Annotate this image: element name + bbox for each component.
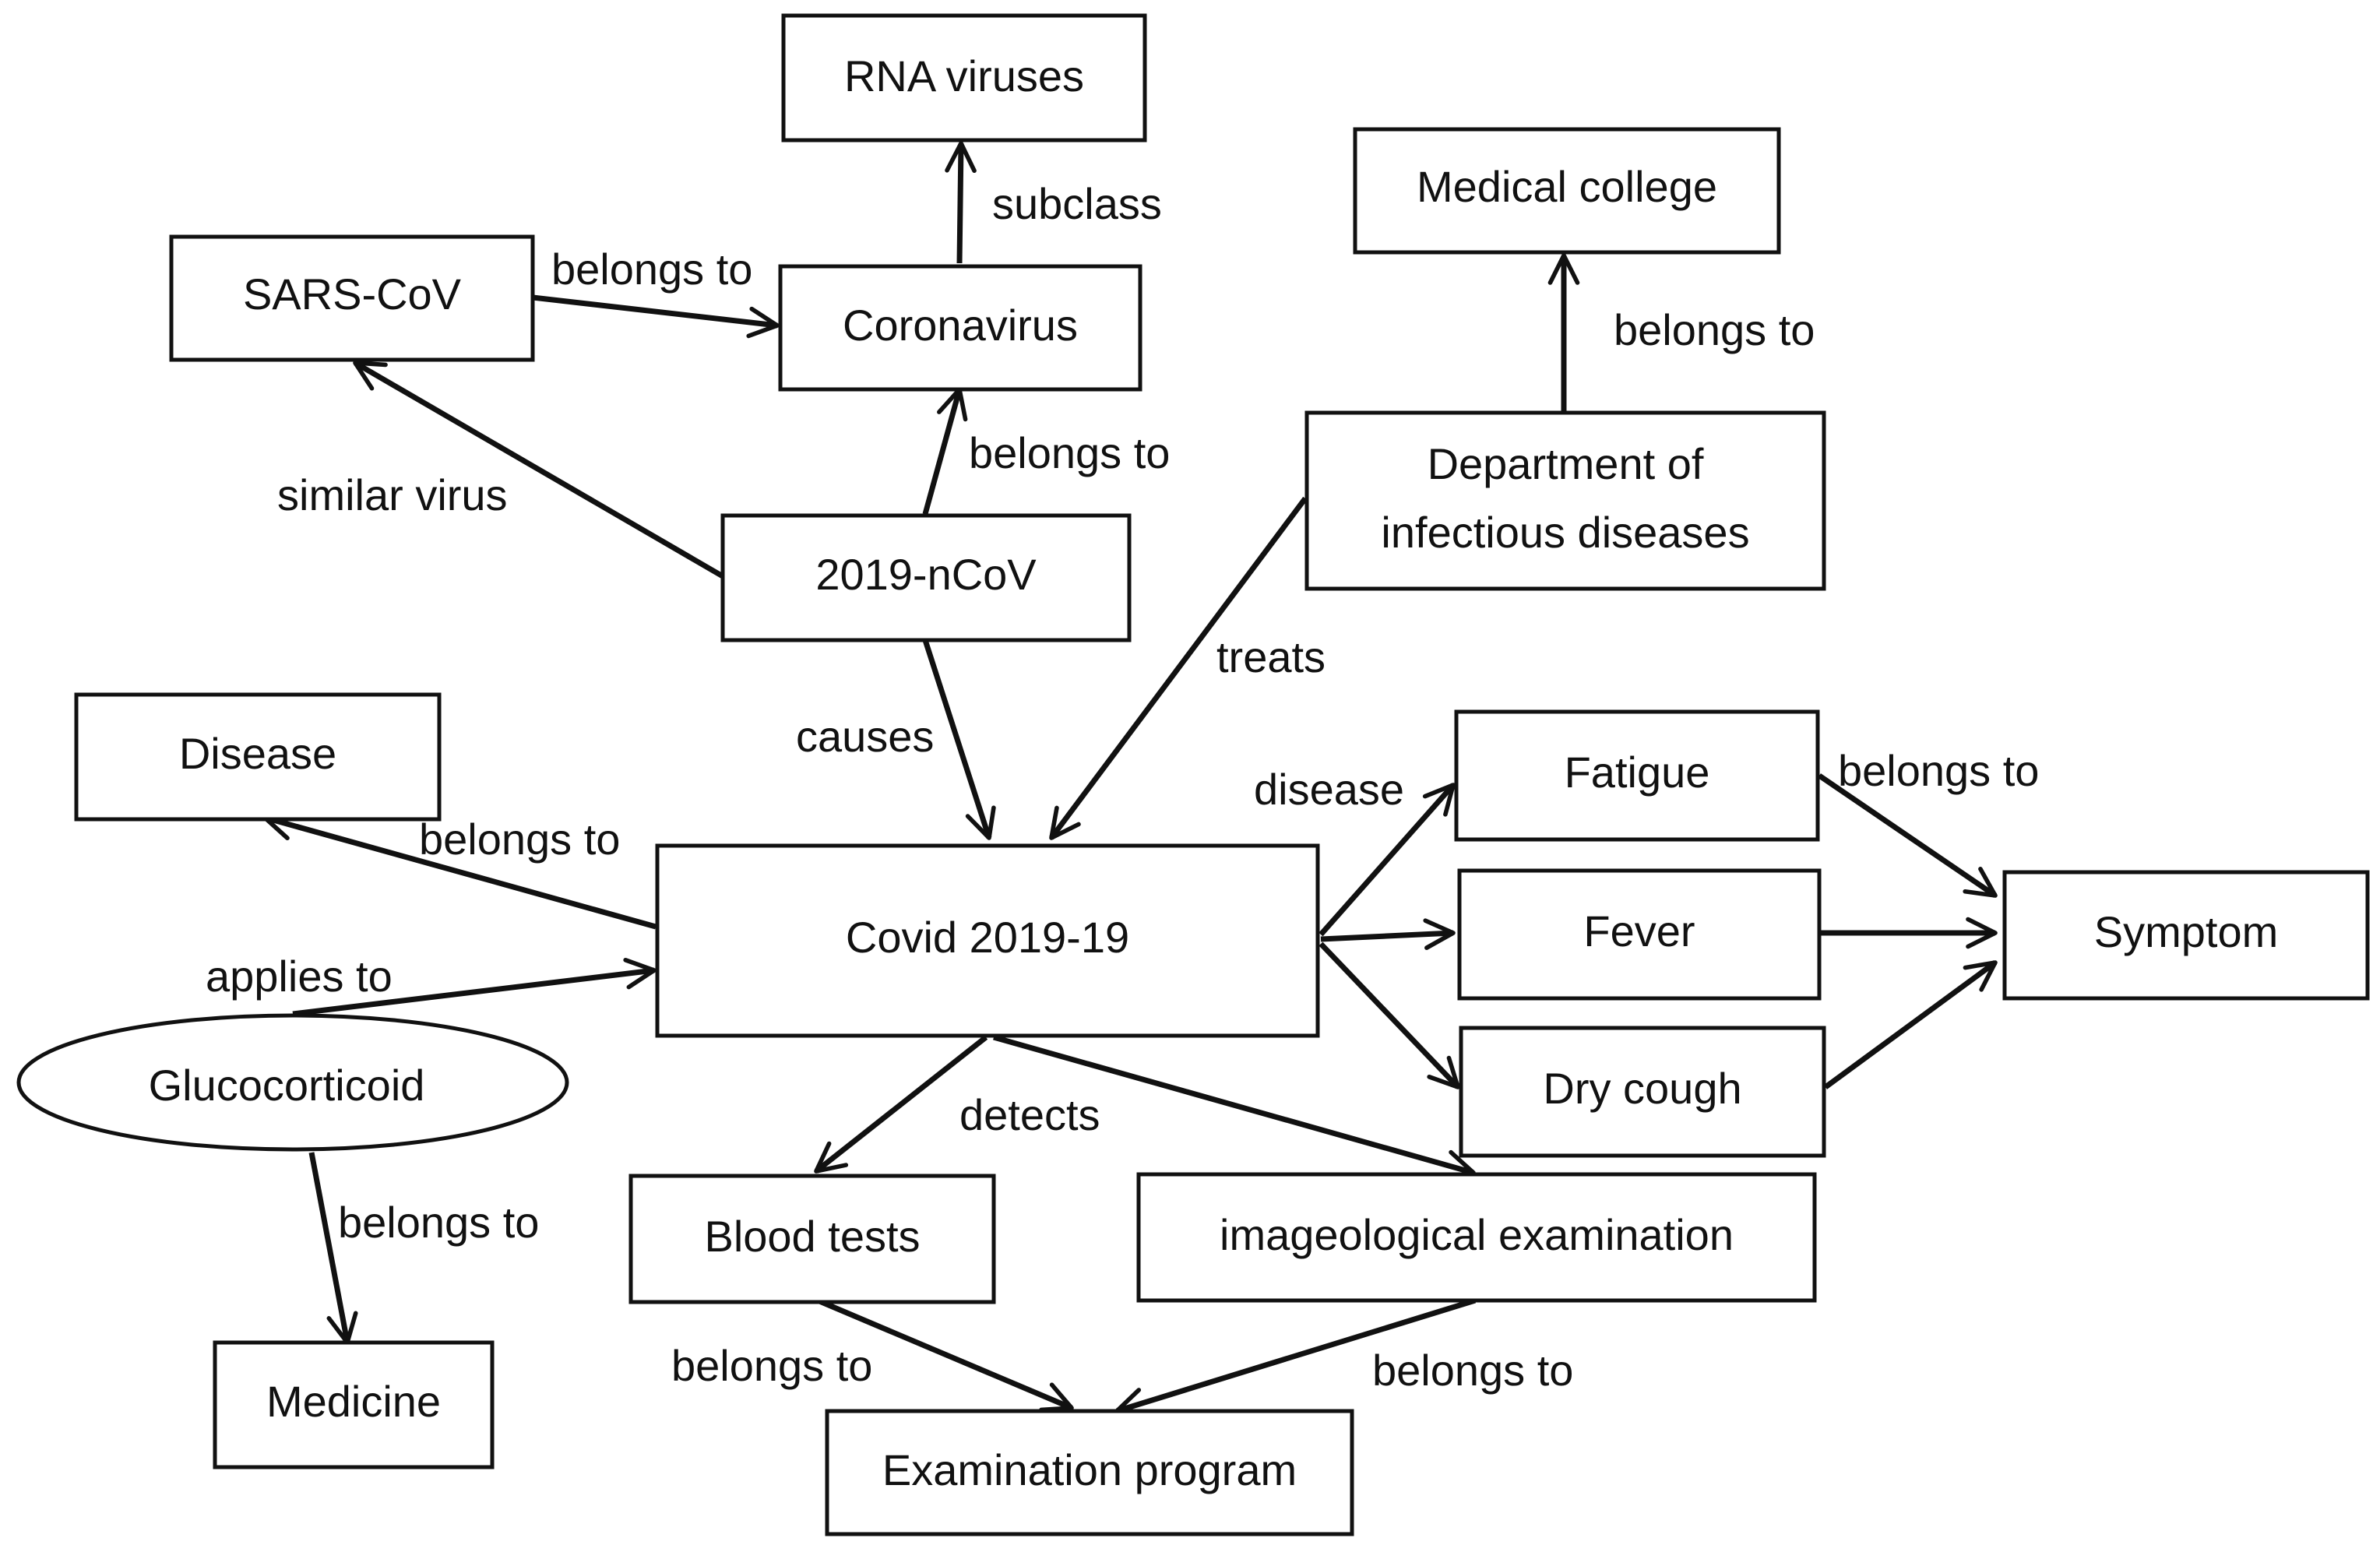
node-2019-ncov: 2019-nCoV	[720, 513, 1132, 642]
edge-2019-ncov-similar-virus-sars-cov	[353, 360, 724, 579]
node-imaging-box	[1136, 1172, 1817, 1303]
node-glucocorticoid-label: Glucocorticoid	[149, 1061, 425, 1110]
node-glucocorticoid-ellipse	[16, 1013, 569, 1152]
node-fatigue-box	[1454, 709, 1820, 842]
edge-label-causes: causes	[796, 712, 934, 761]
edge-label-department-belongs-to: belongs to	[1614, 305, 1815, 354]
node-covid-box	[655, 843, 1320, 1038]
edge-labels: subclass belongs to belongs to similar v…	[206, 179, 2039, 1395]
edge-covid-belongs-to-disease	[262, 809, 657, 930]
node-imageological-examination: imageological examination	[1136, 1172, 1817, 1303]
node-symptom: Symptom	[2002, 870, 2370, 1001]
node-disease: Disease	[74, 692, 442, 822]
edge-covid-disease-fever	[1320, 918, 1456, 950]
node-fatigue-label: Fatigue	[1565, 748, 1710, 797]
edge-label-treats: treats	[1216, 632, 1326, 681]
edge-label-glucocorticoid-belongs-to: belongs to	[338, 1198, 539, 1247]
node-2019-ncov-label: 2019-nCoV	[815, 550, 1037, 599]
node-blood-tests-box	[628, 1174, 996, 1304]
edge-2019-ncov-belongs-to-coronavirus	[922, 387, 968, 515]
node-fever-label: Fever	[1583, 906, 1695, 956]
node-dry-cough-label: Dry cough	[1543, 1064, 1741, 1113]
node-glucocorticoid: Glucocorticoid	[16, 1013, 569, 1152]
node-exam-program-box	[825, 1409, 1354, 1536]
edge-label-disease: disease	[1254, 765, 1404, 814]
edge-dry-cough-belongs-to-symptom	[1823, 960, 1998, 1089]
node-dry-cough: Dry cough	[1459, 1026, 1826, 1158]
edge-glucocorticoid-applies-to-covid	[292, 958, 657, 1017]
node-coronavirus-box	[778, 264, 1142, 392]
edges	[262, 141, 1998, 1419]
edge-label-imaging-belongs-to: belongs to	[1372, 1346, 1573, 1395]
node-covid-label: Covid 2019-19	[846, 913, 1129, 962]
node-rna-viruses-box	[781, 13, 1147, 143]
node-department-of-infectious-diseases: Department of infectious diseases	[1304, 410, 1826, 591]
node-symptom-box	[2002, 870, 2370, 1001]
edge-label-blood-tests-belongs-to: belongs to	[671, 1341, 872, 1390]
node-medicine-box	[213, 1340, 495, 1469]
node-fever: Fever	[1457, 868, 1822, 1001]
node-coronavirus-label: Coronavirus	[843, 301, 1078, 350]
node-medicine-label: Medicine	[266, 1377, 441, 1426]
node-department-box	[1304, 410, 1826, 591]
node-imaging-label: imageological examination	[1220, 1210, 1734, 1259]
edge-label-subclass: subclass	[992, 179, 1162, 228]
node-covid-2019-19: Covid 2019-19	[655, 843, 1320, 1038]
edge-imaging-belongs-to-exam-program	[1114, 1297, 1477, 1419]
node-2019-ncov-box	[720, 513, 1132, 642]
edge-label-covid-belongs-to: belongs to	[419, 815, 620, 864]
node-examination-program: Examination program	[825, 1409, 1354, 1536]
node-symptom-label: Symptom	[2094, 907, 2279, 956]
node-disease-label: Disease	[179, 729, 336, 778]
node-department-label-line2: infectious diseases	[1381, 508, 1749, 557]
node-blood-tests-label: Blood tests	[704, 1212, 920, 1261]
edge-blood-tests-belongs-to-exam-program	[816, 1297, 1074, 1413]
edge-covid-detects-imaging	[993, 1034, 1476, 1181]
node-medicine: Medicine	[213, 1340, 495, 1469]
edge-fatigue-belongs-to-symptom	[1818, 773, 1998, 898]
node-sars-cov-label: SARS-CoV	[243, 269, 462, 319]
node-medical-college: Medical college	[1353, 127, 1781, 255]
edge-covid-disease-fatigue	[1319, 783, 1456, 937]
edge-glucocorticoid-belongs-to-medicine	[308, 1152, 358, 1345]
node-rna-viruses-label: RNA viruses	[844, 51, 1084, 100]
node-coronavirus: Coronavirus	[778, 264, 1142, 392]
node-blood-tests: Blood tests	[628, 1174, 996, 1304]
edge-label-applies-to: applies to	[206, 952, 393, 1001]
node-rna-viruses: RNA viruses	[781, 13, 1147, 143]
edge-2019-ncov-causes-covid	[922, 639, 996, 840]
edge-label-detects: detects	[959, 1090, 1100, 1139]
node-medical-college-label: Medical college	[1417, 162, 1717, 211]
edge-label-ncov-belongs-to: belongs to	[969, 428, 1170, 477]
node-fever-box	[1457, 868, 1822, 1001]
edge-department-treats-covid	[1049, 496, 1308, 840]
node-sars-cov: SARS-CoV	[169, 234, 535, 362]
edge-covid-disease-dry-cough	[1319, 941, 1460, 1089]
edge-label-similar-virus: similar virus	[277, 470, 508, 519]
edge-label-fatigue-belongs-to: belongs to	[1838, 746, 2039, 795]
edge-covid-detects-blood-tests	[814, 1035, 988, 1174]
node-medical-college-box	[1353, 127, 1781, 255]
node-exam-program-label: Examination program	[882, 1445, 1297, 1494]
edge-label-sars-belongs-to: belongs to	[551, 245, 752, 294]
node-fatigue: Fatigue	[1454, 709, 1820, 842]
node-sars-cov-box	[169, 234, 535, 362]
node-department-label-line1: Department of	[1428, 439, 1704, 488]
node-disease-box	[74, 692, 442, 822]
edge-sars-cov-belongs-to-coronavirus	[532, 294, 780, 339]
edge-coronavirus-subclass-rna-viruses	[945, 141, 977, 264]
node-dry-cough-box	[1459, 1026, 1826, 1158]
